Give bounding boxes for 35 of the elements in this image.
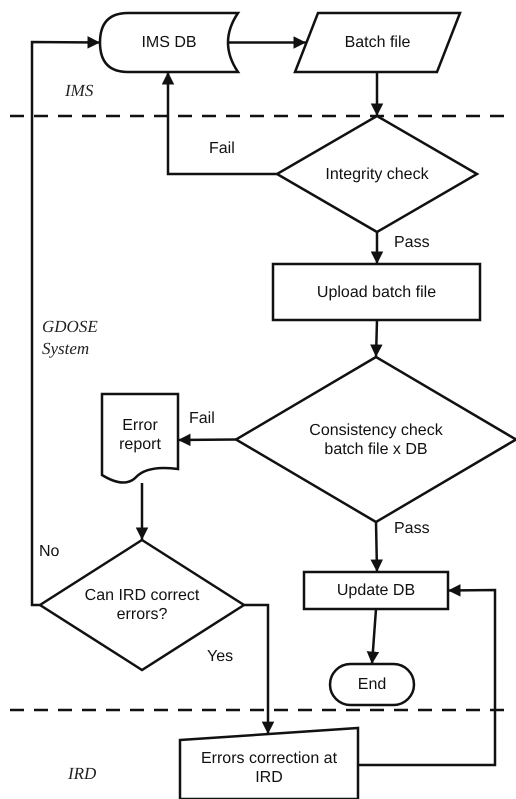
arrow xyxy=(366,608,380,664)
node-label: Batch file xyxy=(344,33,410,52)
node-label: Errors correction at IRD xyxy=(200,748,338,786)
lane-label: IRD xyxy=(68,763,98,785)
arrow xyxy=(370,522,383,572)
arrow xyxy=(136,483,148,540)
process-box xyxy=(304,572,448,609)
node-label: Error report xyxy=(118,416,162,454)
node-label: Integrity check xyxy=(325,164,429,184)
node-label: IMS DB xyxy=(141,33,197,52)
node-label: Update DB xyxy=(336,581,416,600)
decision-diamond xyxy=(236,357,516,522)
arrow xyxy=(370,320,383,358)
data-parallelogram xyxy=(295,13,460,72)
lane-label: GDOSE System xyxy=(42,316,99,360)
node-label: Upload batch file xyxy=(316,282,436,302)
lane-label: IMS xyxy=(65,80,94,102)
process-box xyxy=(273,264,480,320)
node-label: End xyxy=(358,675,386,694)
arrow xyxy=(244,604,274,734)
document-shape xyxy=(102,394,178,487)
arrow xyxy=(178,434,236,446)
terminator-shape xyxy=(330,664,414,705)
arrow xyxy=(30,36,100,606)
arrow xyxy=(370,232,384,264)
arrow xyxy=(228,36,306,49)
stored-data-shape xyxy=(100,13,238,72)
node-label: Can IRD correct errors? xyxy=(84,586,200,624)
decision-diamond xyxy=(40,540,244,670)
arrow xyxy=(358,584,496,766)
arrow xyxy=(370,72,384,116)
decision-diamond xyxy=(277,116,477,232)
arrow xyxy=(162,72,277,176)
node-label: Consistency check batch file x DB xyxy=(308,420,444,458)
manual-operation-shape xyxy=(180,728,358,799)
